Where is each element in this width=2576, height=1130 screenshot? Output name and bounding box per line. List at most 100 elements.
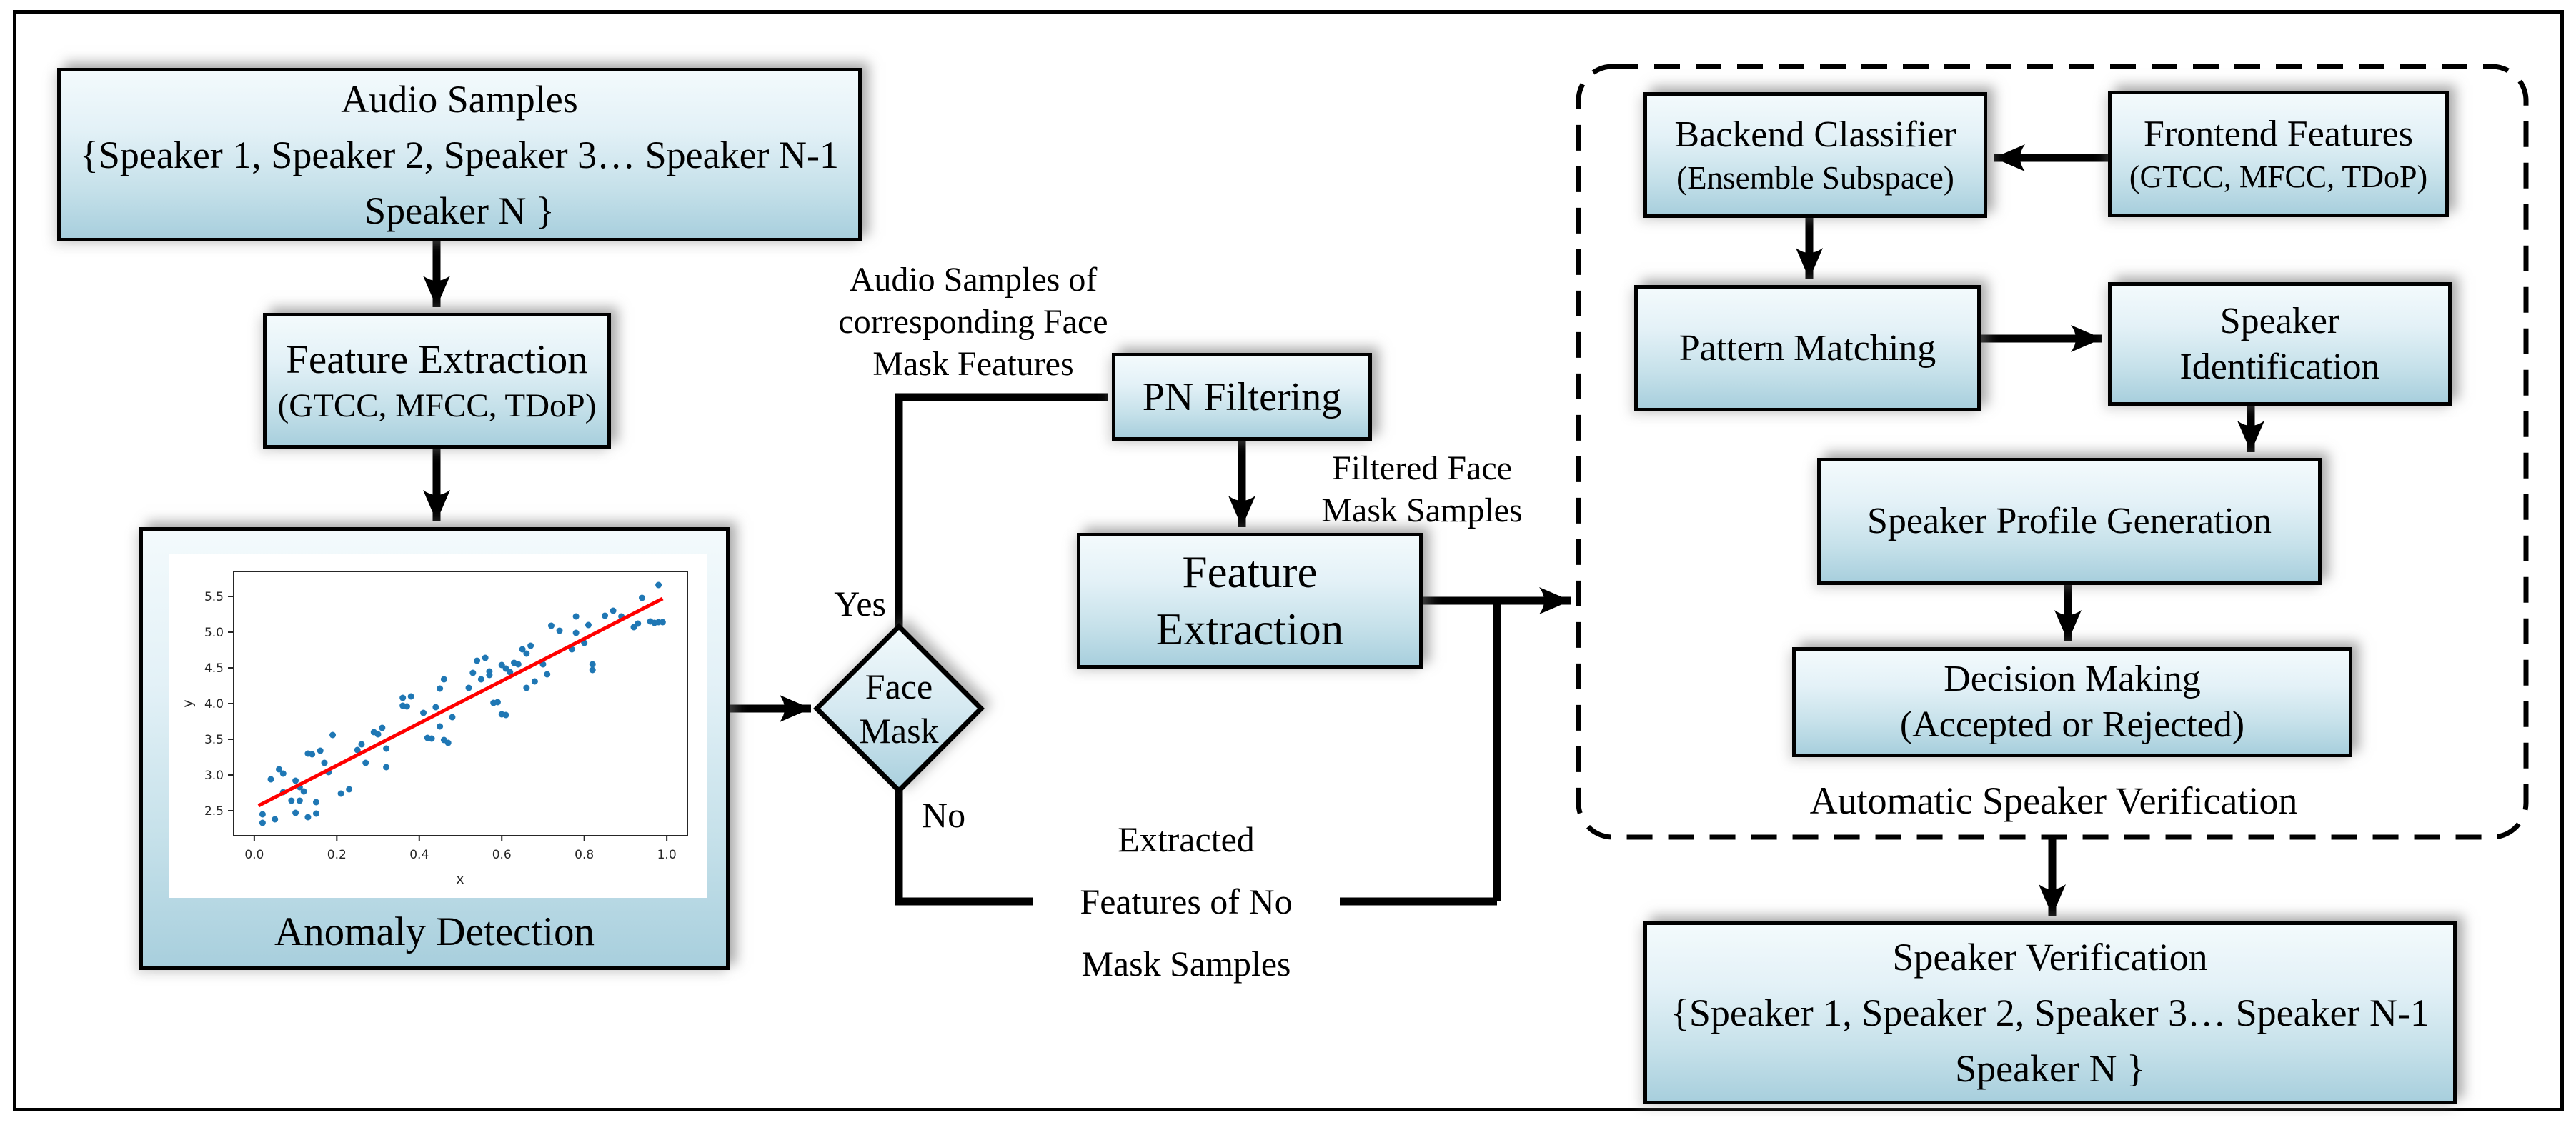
audio-samples-of-line1: Audio Samples of — [849, 261, 1098, 299]
speaker-identification-line1: Speaker — [2219, 300, 2340, 341]
scatter-point — [403, 703, 410, 710]
speaker-profile-generation-title: Speaker Profile Generation — [1866, 501, 2272, 541]
x-tick-label: 0.0 — [244, 848, 264, 862]
face-mask-line1: Face — [865, 666, 933, 706]
scatter-point — [655, 581, 662, 589]
scatter-point — [494, 699, 501, 706]
filtered-face-mask-line2: Mask Samples — [1321, 491, 1523, 529]
scatter-point — [449, 714, 456, 721]
scatter-point — [465, 684, 472, 691]
scatter-point — [259, 811, 266, 818]
face-mask-label: Face Mask — [799, 609, 999, 809]
backend-classifier-subtitle: (Ensemble Subspace) — [1676, 159, 1954, 196]
scatter-point — [502, 711, 509, 719]
yes-path-line — [895, 393, 1108, 628]
scatter-point — [531, 678, 538, 685]
scatter-point — [279, 770, 287, 777]
speaker-verification-line1: Speaker Verification — [1892, 936, 2208, 979]
scatter-point — [474, 657, 481, 664]
y-tick-label: 5.0 — [204, 626, 224, 640]
decision-making-box: Decision Making (Accepted or Rejected) — [1792, 647, 2352, 757]
scatter-point — [548, 622, 555, 629]
speaker-identification-box: Speaker Identification — [2108, 282, 2452, 406]
yes-label: Yes — [834, 584, 886, 624]
scatter-point — [440, 676, 447, 683]
scatter-point — [399, 694, 407, 701]
y-tick-label: 3.0 — [204, 769, 224, 783]
trend-line — [257, 596, 664, 808]
scatter-point — [300, 788, 307, 795]
audio-samples-of-line3: Mask Features — [872, 345, 1074, 383]
audio-samples-box: Audio Samples {Speaker 1, Speaker 2, Spe… — [57, 68, 862, 241]
scatter-point — [379, 724, 386, 731]
scatter-point — [354, 746, 361, 754]
speaker-verification-box: Speaker Verification {Speaker 1, Speaker… — [1643, 921, 2457, 1104]
audio-samples-line2: {Speaker 1, Speaker 2, Speaker 3… Speake… — [79, 133, 840, 176]
filtered-face-mask-label: Filtered Face Mask Samples — [1283, 447, 1561, 531]
plot-xlabel: x — [456, 871, 464, 887]
scatter-point — [527, 642, 534, 649]
frontend-features-box: Frontend Features (GTCC, MFCC, TDoP) — [2108, 91, 2449, 217]
feature-extraction-1-subtitle: (GTCC, MFCC, TDoP) — [277, 387, 597, 425]
y-tick-label: 4.5 — [204, 661, 224, 676]
scatter-point — [312, 799, 319, 806]
decision-making-title: Decision Making — [1944, 659, 2201, 699]
scatter-point — [437, 723, 444, 730]
scatter-point — [469, 669, 477, 676]
scatter-point — [337, 790, 344, 797]
scatter-point — [362, 759, 369, 766]
extracted-features-line1: Extracted — [1118, 819, 1255, 859]
scatter-point — [610, 607, 617, 614]
decision-making-subtitle: (Accepted or Rejected) — [1899, 704, 2245, 745]
audio-samples-line3: Speaker N } — [364, 189, 555, 232]
scatter-point — [602, 612, 609, 619]
scatter-point — [659, 619, 666, 626]
y-tick-label: 2.5 — [204, 804, 224, 819]
scatter-point — [519, 646, 526, 653]
asv-group-caption: Automatic Speaker Verification — [1809, 779, 2298, 822]
scatter-point — [420, 709, 427, 716]
scatter-point — [523, 650, 530, 657]
speaker-profile-generation-box: Speaker Profile Generation — [1817, 458, 2322, 585]
backend-classifier-box: Backend Classifier (Ensemble Subspace) — [1643, 92, 1987, 218]
x-tick-label: 0.8 — [575, 848, 594, 862]
scatter-point — [259, 819, 266, 826]
x-tick-label: 1.0 — [657, 848, 677, 862]
x-tick-label: 0.2 — [327, 848, 347, 862]
no-label: No — [922, 795, 966, 835]
face-mask-diamond-shape — [813, 623, 985, 794]
audio-samples-of-line2: corresponding Face — [838, 303, 1108, 341]
scatter-point — [428, 735, 435, 742]
scatter-point — [507, 669, 514, 676]
face-mask-line2: Mask — [859, 711, 939, 751]
extracted-features-label: Extracted Features of No Mask Samples — [1033, 809, 1340, 995]
feature-extraction-2-line1: Feature — [1182, 547, 1318, 597]
scatter-point — [292, 809, 299, 816]
feature-extraction-2-box: Feature Extraction — [1077, 533, 1423, 669]
scatter-point — [288, 797, 295, 804]
y-tick-label: 4.0 — [204, 697, 224, 711]
audio-samples-of-label: Audio Samples of corresponding Face Mask… — [773, 259, 1173, 385]
speaker-verification-line2: {Speaker 1, Speaker 2, Speaker 3… Speake… — [1670, 991, 2430, 1034]
scatter-point — [482, 654, 489, 661]
scatter-point — [556, 627, 563, 634]
pn-filtering-title: PN Filtering — [1142, 374, 1342, 419]
scatter-point — [437, 685, 444, 692]
scatter-point — [383, 764, 390, 771]
frontend-features-subtitle: (GTCC, MFCC, TDoP) — [2129, 159, 2428, 194]
scatter-point — [572, 629, 580, 636]
scatter-point — [589, 661, 596, 668]
y-tick-label: 3.5 — [204, 733, 224, 747]
scatter-point — [639, 594, 645, 601]
plot-ylabel: y — [180, 699, 196, 707]
audio-samples-line1: Audio Samples — [341, 77, 578, 121]
scatter-point — [317, 747, 324, 754]
extracted-features-line3: Mask Samples — [1081, 944, 1291, 984]
scatter-point — [329, 731, 337, 739]
scatter-point — [272, 816, 279, 823]
scatter-point — [309, 751, 316, 758]
scatter-point — [304, 814, 312, 821]
frontend-features-title: Frontend Features — [2144, 114, 2413, 154]
